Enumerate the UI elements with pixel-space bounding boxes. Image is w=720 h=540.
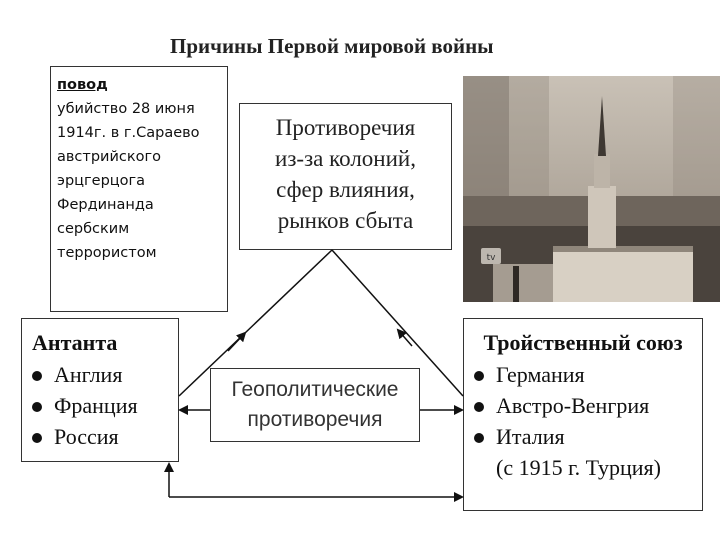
list-item: Англия (32, 359, 178, 390)
historical-photo: tv (463, 76, 720, 302)
triple-alliance-title: Тройственный союз (483, 330, 683, 355)
pretext-body: убийство 28 июня 1914г. в г.Сараево авст… (57, 101, 200, 261)
pretext-box: повод убийство 28 июня 1914г. в г.Сараев… (50, 66, 228, 312)
list-item: Россия (32, 421, 178, 452)
list-item: Италия (474, 421, 702, 452)
colonies-line: рынков сбыта (277, 208, 414, 233)
list-item: Германия (474, 359, 702, 390)
arrow-colonies-to-triple (331, 249, 464, 397)
turkey-note: (с 1915 г. Турция) (496, 455, 661, 480)
colonies-line: сфер влияния, (276, 177, 415, 202)
tv-channel-logo-icon: tv (481, 248, 501, 264)
colonial-contradictions-box: Противоречия из-за колоний, сфер влияния… (239, 103, 452, 250)
svg-text:tv: tv (487, 253, 497, 263)
arrow-up-right (396, 328, 413, 347)
triple-alliance-box: Тройственный союз Германия Австро-Венгри… (463, 318, 703, 511)
triple-alliance-members: Германия Австро-Венгрия Италия (474, 359, 702, 452)
list-item: Австро-Венгрия (474, 390, 702, 421)
list-item: Франция (32, 390, 178, 421)
geopolitics-line: противоречия (247, 408, 383, 431)
entente-members: Англия Франция Россия (32, 359, 178, 452)
geopolitical-contradictions-box: Геополитические противоречия (210, 368, 420, 442)
entente-title: Антанта (32, 330, 118, 355)
colonies-line: из-за колоний, (275, 146, 416, 171)
geopolitics-line: Геополитические (231, 378, 399, 401)
page-title: Причины Первой мировой войны (170, 34, 494, 58)
arrow-up-left (227, 331, 247, 352)
entente-box: Антанта Англия Франция Россия (21, 318, 179, 462)
pretext-heading: повод (57, 77, 108, 93)
arrow-entente-to-colonies (178, 249, 333, 397)
colonies-line: Противоречия (275, 115, 416, 140)
